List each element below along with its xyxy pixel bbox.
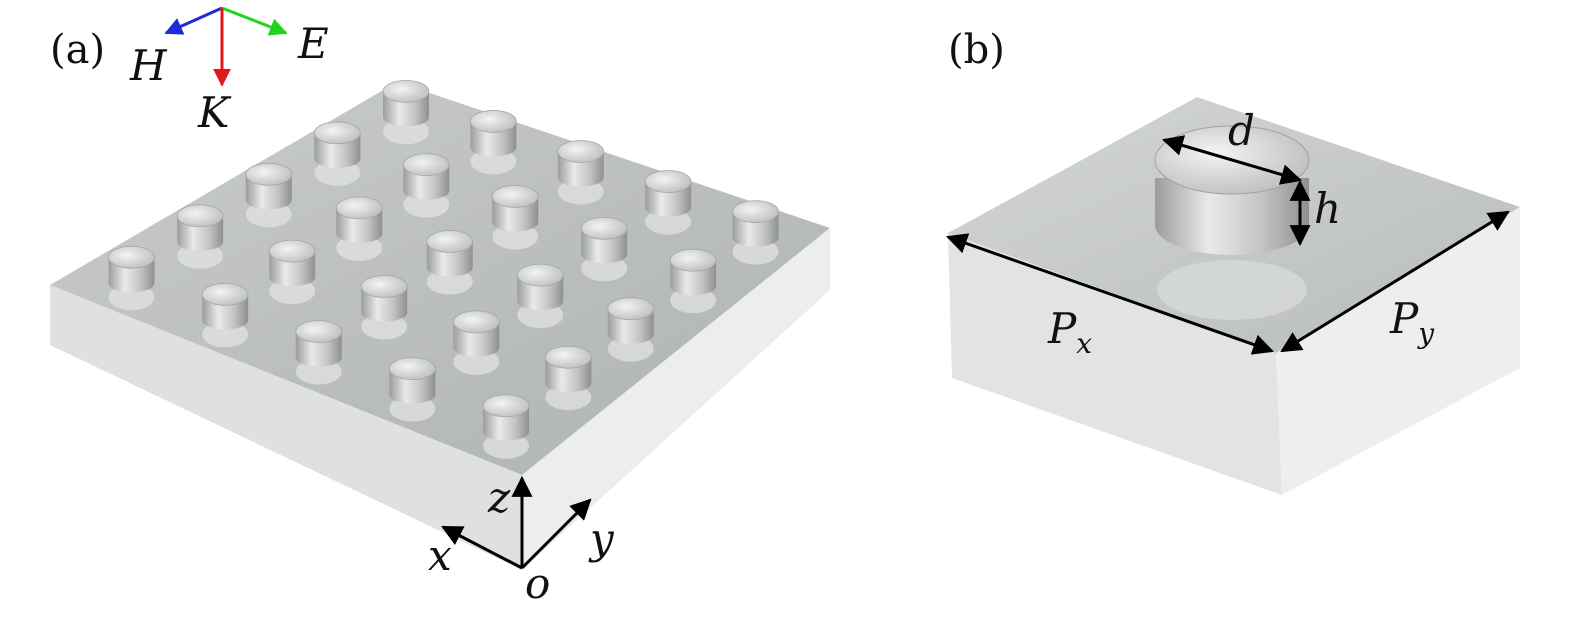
origin-label: o (525, 559, 550, 608)
pillar-top (580, 216, 628, 240)
pillar (452, 310, 500, 375)
pillar-top (516, 263, 564, 287)
pillar-top (644, 170, 692, 193)
pillar-top (469, 110, 517, 133)
coordinate-axes: z x y o (428, 473, 615, 608)
slab-front-right-face (522, 228, 830, 570)
pillar (426, 230, 474, 295)
panel-a: (a) H E K z x y o (50, 6, 830, 608)
panel-b-label: (b) (948, 27, 1005, 73)
field-triad: H E K (129, 6, 329, 137)
z-axis-label: z (487, 473, 511, 522)
pillar-top (295, 320, 343, 343)
pillar (382, 79, 430, 145)
y-axis-label: y (588, 514, 615, 563)
unit-cell-pillar (1154, 125, 1310, 320)
e-field-label: E (297, 19, 329, 68)
pillar (295, 320, 343, 385)
d-label: d (1228, 106, 1255, 155)
y-axis-arrow (520, 498, 592, 570)
py-label: Py (1389, 294, 1435, 350)
pillar (402, 153, 450, 218)
unit-cell: d h Px Py (946, 97, 1520, 495)
pillar-top (268, 239, 316, 263)
pillar-array (108, 79, 779, 459)
pillar (544, 345, 592, 411)
pillar (732, 200, 779, 265)
pillar-top (360, 275, 408, 298)
pillar (644, 170, 692, 235)
px-label: Px (1047, 304, 1092, 360)
panel-a-label: (a) (50, 27, 105, 73)
px-dimension-arrow (946, 233, 1274, 355)
pillar-top (313, 121, 361, 145)
pillar (557, 140, 605, 205)
pillar (360, 275, 408, 340)
pillar-top (201, 282, 249, 306)
h-field-arrow (164, 6, 223, 35)
x-axis-arrow (441, 525, 523, 570)
pillar-top (557, 140, 605, 163)
slab-front-left-face (50, 285, 522, 570)
pillar-top (245, 162, 293, 186)
pillar-top (388, 357, 436, 381)
pillar (516, 263, 564, 329)
pillar-top (544, 345, 592, 369)
h-label: h (1314, 184, 1341, 233)
px-main: P (1047, 304, 1077, 353)
pillar-top (426, 230, 474, 253)
pillar (245, 162, 293, 228)
pillar-top (607, 297, 655, 321)
pillar (491, 185, 539, 250)
pillar (108, 245, 155, 311)
pillar-top (335, 196, 383, 220)
e-field-arrow (221, 6, 288, 36)
pillar (201, 282, 249, 348)
pillar-top (482, 394, 530, 418)
pillar-top (669, 248, 717, 272)
pillar (176, 204, 224, 269)
pillar (335, 196, 383, 261)
pillar-top (732, 200, 779, 224)
h-field-label: H (129, 41, 168, 90)
pillar (669, 248, 717, 314)
pillar-top (491, 185, 539, 208)
pillar (268, 239, 316, 305)
pillar-top (382, 79, 430, 103)
substrate-slab (50, 82, 830, 570)
pillar-top (108, 245, 155, 269)
panel-b: (b) d h Px Py (946, 27, 1520, 495)
py-sub: y (1416, 317, 1435, 350)
pillar (482, 394, 530, 459)
pillar (580, 216, 628, 282)
pillar (313, 121, 361, 186)
pillar (607, 297, 655, 362)
py-main: P (1389, 294, 1419, 343)
pillar-top (452, 310, 500, 334)
pillar-top (176, 204, 224, 228)
pillar-top (402, 153, 450, 177)
d-dimension-arrow (1161, 135, 1303, 185)
px-sub: x (1076, 327, 1092, 360)
k-vector-label: K (197, 88, 232, 137)
pillar-reflection (1157, 260, 1307, 320)
py-dimension-arrow (1280, 210, 1510, 353)
pillar (469, 110, 517, 175)
x-axis-label: x (428, 531, 452, 580)
pillar (388, 357, 436, 422)
